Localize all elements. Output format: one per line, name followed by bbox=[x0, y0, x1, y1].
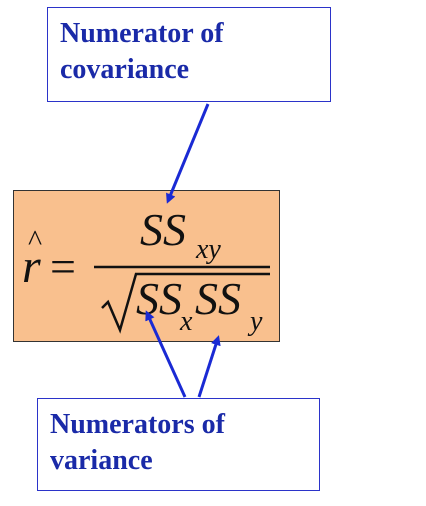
numerator-ss: SS bbox=[140, 204, 186, 255]
denominator-subscript-y: y bbox=[247, 306, 263, 337]
top-label-line-2: covariance bbox=[60, 54, 190, 85]
bottom-label-line-1: Numerators of bbox=[50, 409, 225, 440]
numerator-subscript-xy: xy bbox=[195, 234, 221, 265]
equals-sign: = bbox=[50, 241, 76, 292]
arrow-to-ss-x bbox=[145, 310, 187, 398]
hat-accent: ^ bbox=[28, 224, 42, 257]
bottom-label-line-2: variance bbox=[50, 445, 153, 476]
numerators-of-variance-label: Numerators of variance bbox=[37, 398, 320, 491]
denominator-ss-second: SS bbox=[195, 273, 241, 324]
arrow-to-ss-y bbox=[197, 335, 221, 398]
numerator-of-covariance-label: Numerator of covariance bbox=[47, 7, 331, 102]
r-hat-variable: r bbox=[22, 240, 41, 293]
denominator-subscript-x: x bbox=[179, 306, 193, 337]
denominator-ss-first: SS bbox=[136, 273, 182, 324]
top-label-line-1: Numerator of bbox=[60, 18, 224, 49]
arrow-to-numerator bbox=[166, 103, 210, 204]
square-root-sign bbox=[101, 272, 270, 334]
